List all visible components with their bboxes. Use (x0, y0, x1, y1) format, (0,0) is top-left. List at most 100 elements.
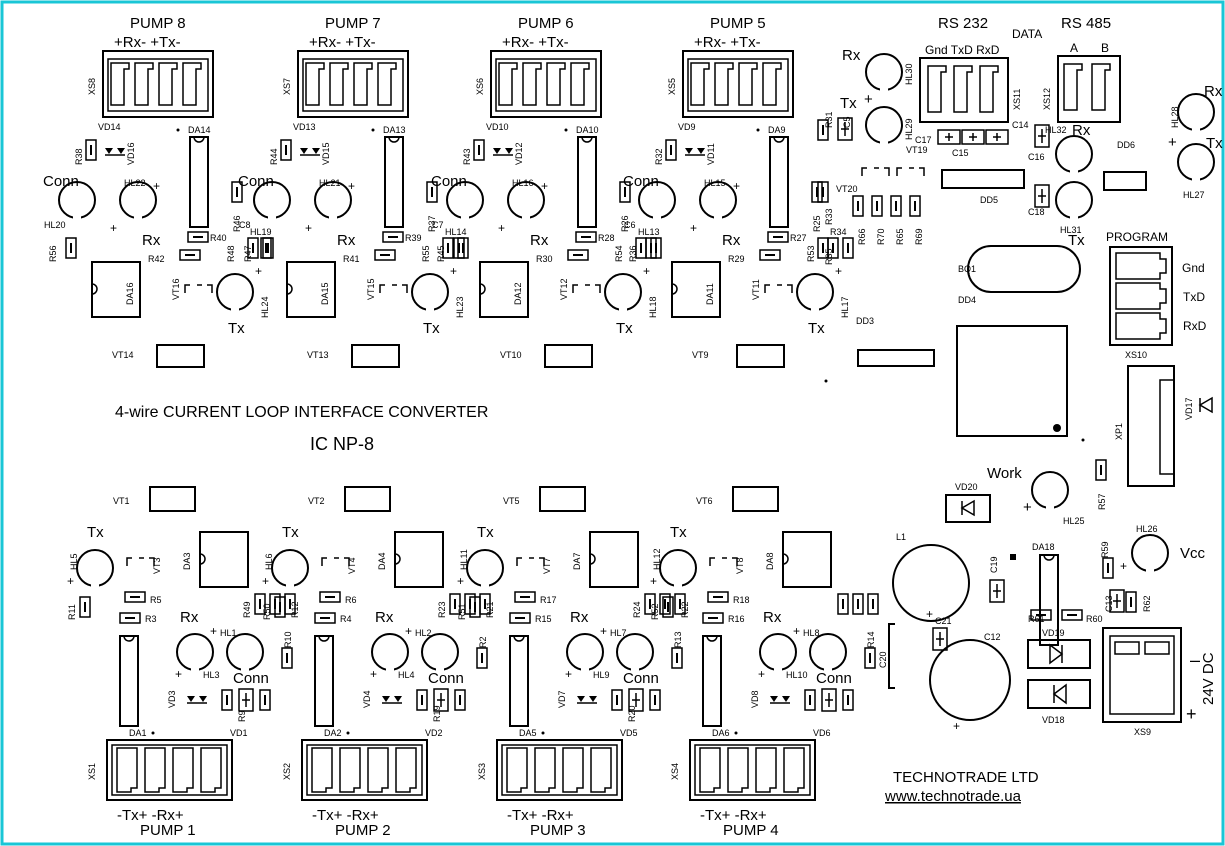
ref-resistor: R53 (806, 245, 816, 262)
ref-da: DA13 (383, 125, 406, 135)
power-minus: – (1190, 650, 1200, 670)
ref-resistor: R38 (74, 148, 84, 165)
power-connector-xs9[interactable] (1102, 627, 1182, 723)
rx-label: Rx (142, 232, 161, 249)
ref-hl: HL11 (459, 549, 469, 570)
resistor (842, 689, 854, 711)
ref-vt: VT15 (366, 278, 376, 300)
program-connector[interactable] (1109, 246, 1173, 346)
resistor (804, 689, 816, 711)
ref-hl26: HL26 (1136, 524, 1158, 534)
ref-hl: HL3 (203, 670, 220, 680)
chip-mcu (956, 325, 1068, 437)
ref-hl29: HL29 (904, 118, 914, 140)
led-hl28 (1177, 93, 1215, 136)
pump-terminal[interactable] (490, 50, 602, 118)
led-tx (466, 549, 504, 592)
ref-hl: R34 (830, 227, 847, 237)
ref-vd18: VD18 (1042, 715, 1065, 725)
pump-terminal[interactable] (106, 739, 233, 801)
resistor (702, 612, 724, 624)
ref-resistor: R51 (457, 603, 467, 620)
rs232-label: RS 232 (938, 15, 988, 32)
transistor-body (539, 486, 586, 512)
resistor (864, 647, 876, 669)
pump-terminal[interactable] (496, 739, 623, 801)
ref-c5: C5 (842, 116, 852, 128)
resistor (476, 647, 488, 669)
ref-resistor: R24 (632, 601, 642, 618)
ref-connector: XS2 (282, 763, 292, 780)
plus-sign: + (565, 667, 572, 681)
transistor-body (732, 486, 779, 512)
ref-resistor: R3 (145, 614, 157, 624)
ref-xp1: XP1 (1114, 423, 1124, 440)
relay (589, 531, 639, 588)
resistor (124, 591, 146, 603)
pump-terminal[interactable] (689, 739, 816, 801)
led-vcc (1131, 534, 1169, 577)
conn-label: Conn (238, 173, 274, 190)
ref-hl: HL10 (786, 670, 808, 680)
ref-vt: VT9 (692, 350, 709, 360)
cap-marks (945, 133, 1001, 141)
ref-vd: VD8 (750, 690, 760, 708)
dot (756, 128, 760, 132)
chip-da (384, 136, 404, 228)
pump-polarity: -Tx+ -Rx+ (700, 807, 767, 824)
ref-resistor: R47 (243, 245, 253, 262)
ref-connector: XS5 (667, 78, 677, 95)
resistor (473, 139, 485, 161)
rs232-connector[interactable] (919, 57, 1009, 123)
pump-polarity: +Rx- +Tx- (114, 34, 181, 51)
ref-r62: R62 (1142, 595, 1152, 612)
pump-polarity: +Rx- +Tx- (694, 34, 761, 51)
ref-c14: C14 (1012, 120, 1029, 130)
ref-resistor: R21 (485, 601, 495, 618)
plus-sign: + (262, 574, 269, 588)
rs485-connector[interactable] (1057, 55, 1121, 123)
ref-resistor: R4 (340, 614, 352, 624)
resistor (221, 689, 233, 711)
led-rs485-tx (1055, 181, 1093, 224)
ref-hl: HL17 (840, 296, 850, 318)
plus-sign: + (650, 574, 657, 588)
ref-r57: R57 (1097, 493, 1107, 510)
program-rxd-label: RxD (1183, 319, 1207, 333)
tx-label: Tx (228, 320, 245, 337)
cap-c15 (961, 129, 985, 145)
ref-vt: VT13 (307, 350, 329, 360)
pump-terminal[interactable] (102, 50, 214, 118)
ref-vd20: VD20 (955, 482, 978, 492)
tx-label: Tx (808, 320, 825, 337)
pump-terminal[interactable] (301, 739, 428, 801)
dual-diode (492, 147, 514, 156)
pump-polarity: +Rx- +Tx- (502, 34, 569, 51)
ref-resistor: R20 (627, 705, 637, 722)
ref-resistor: R52 (650, 603, 660, 620)
plus-sign: + (926, 607, 933, 621)
chip-da (314, 635, 334, 727)
pump-label: PUMP 1 (140, 822, 196, 839)
ref-vt: VT14 (112, 350, 134, 360)
cap-c18 (1034, 184, 1050, 208)
xp1-latch (1159, 379, 1175, 475)
ref-hl30: HL30 (904, 63, 914, 85)
resistor (319, 591, 341, 603)
ref-hl: HL2 (415, 628, 432, 638)
pump-terminal[interactable] (682, 50, 794, 118)
ref-resistor: R6 (345, 595, 357, 605)
tx-label: Tx (282, 524, 299, 541)
ref-vt: VT2 (308, 496, 325, 506)
connector-xp1[interactable] (1127, 365, 1175, 487)
resistor (671, 647, 683, 669)
crystal-bq1 (967, 245, 1081, 293)
ref-vt: VT3 (152, 557, 162, 574)
ref-c13: C13 (1104, 595, 1114, 612)
power-section: L1 DA18 C19 R61 R60 VD19 VD18 R59 + HL26… (878, 524, 1217, 737)
ref-r69: R69 (914, 228, 924, 245)
pump-terminal[interactable] (297, 50, 409, 118)
ref-r70: R70 (876, 228, 886, 245)
